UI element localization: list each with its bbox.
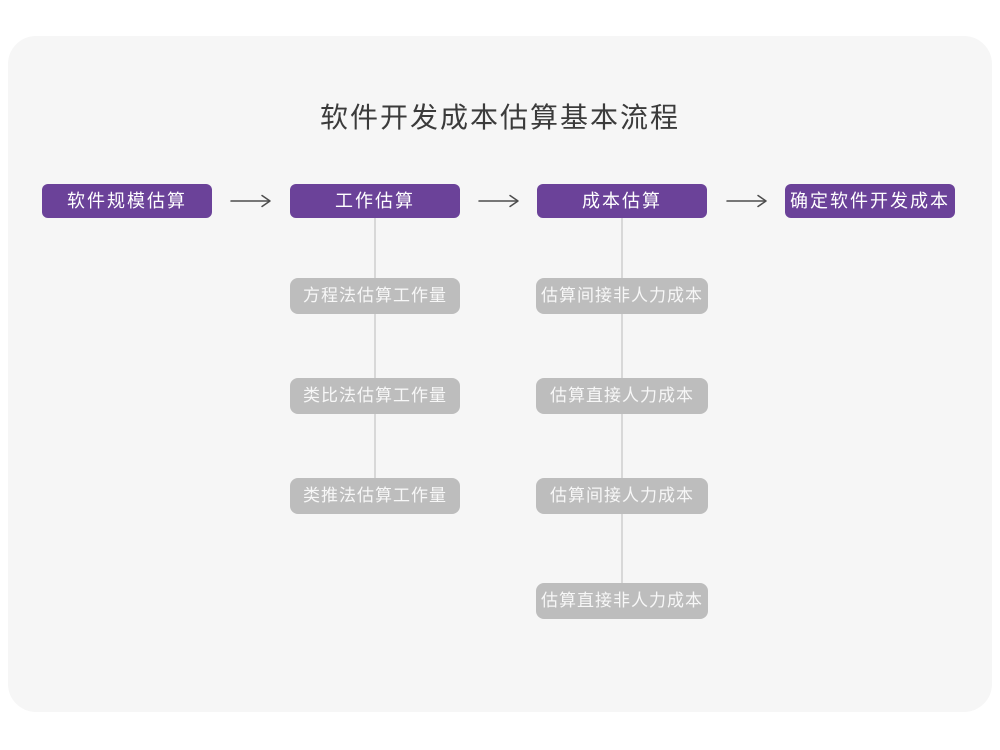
sub-node-direct-non-labor-cost: 估算直接非人力成本 [536,583,708,619]
diagram-title: 软件开发成本估算基本流程 [319,102,680,133]
arrow-right-icon [478,194,519,208]
flow-node-work-estimation: 工作估算 [290,184,460,218]
arrow-right-icon [230,194,271,208]
sub-node-extrapolation-method: 类推法估算工作量 [290,478,460,514]
flow-node-cost-estimation: 成本估算 [537,184,707,218]
sub-node-direct-labor-cost: 估算直接人力成本 [536,378,708,414]
sub-node-equation-method: 方程法估算工作量 [290,278,460,314]
arrow-right-icon [726,194,767,208]
sub-node-indirect-labor-cost: 估算间接人力成本 [536,478,708,514]
flowchart-card: 软件开发成本估算基本流程 软件规模估算 工作估算 成本估算 确定软件开发成本 方… [8,36,992,712]
flow-node-determine-software-dev-cost: 确定软件开发成本 [785,184,955,218]
sub-node-analogy-method: 类比法估算工作量 [290,378,460,414]
flow-node-software-scale-estimation: 软件规模估算 [42,184,212,218]
connector-line-work-estimation [374,218,376,498]
sub-node-indirect-non-labor-cost: 估算间接非人力成本 [536,278,708,314]
